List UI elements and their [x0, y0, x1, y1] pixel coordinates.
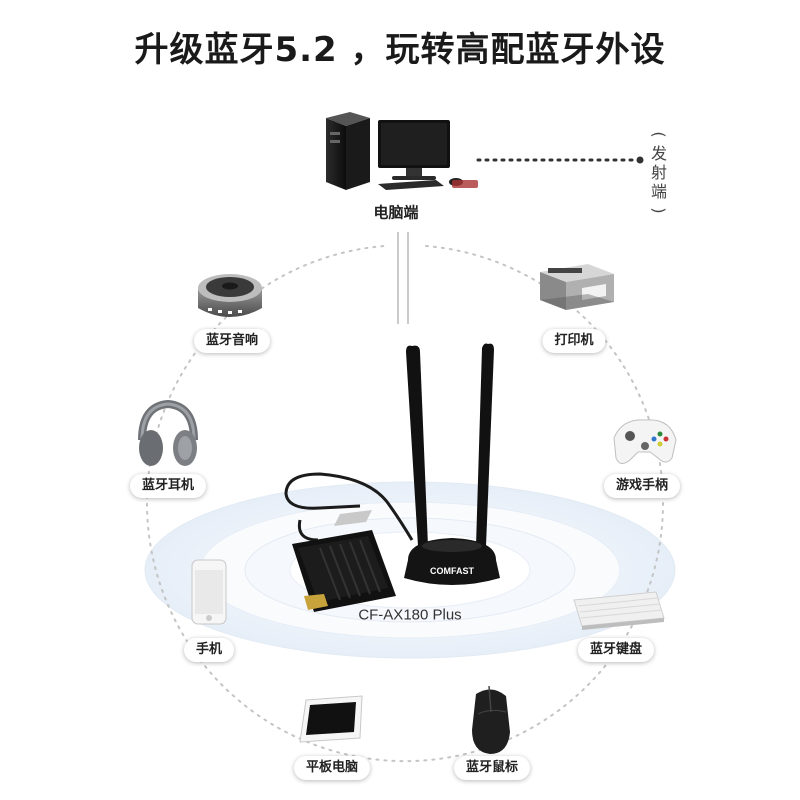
antenna-cable	[284, 472, 414, 541]
speaker-label: 蓝牙音响	[193, 329, 271, 353]
emitter-close-paren: )	[649, 207, 669, 214]
printer-label: 打印机	[542, 329, 606, 353]
emitter-char-1: 发	[650, 144, 667, 163]
product-model: CF-AX180 Plus	[358, 606, 462, 624]
printer-icon	[540, 264, 614, 310]
keyboard-label: 蓝牙键盘	[577, 638, 655, 662]
emitter-open-paren: (	[649, 131, 669, 138]
tablet-icon	[299, 695, 363, 743]
emitter-label: ( 发 射 端 )	[648, 125, 670, 220]
antenna-base-icon: COMFAST	[404, 343, 500, 585]
mouse-icon	[472, 685, 510, 754]
keyboard-icon	[573, 591, 665, 630]
mouse-label: 蓝牙鼠标	[453, 756, 531, 780]
pcie-card-icon	[292, 510, 396, 612]
headphones-icon	[138, 399, 198, 466]
desktop-computer-icon	[326, 112, 478, 190]
pc-connector	[397, 232, 409, 324]
brand-text: COMFAST	[430, 566, 475, 576]
pc-label: 电脑端	[373, 203, 419, 222]
gamepad-label: 游戏手柄	[603, 474, 681, 498]
headphones-label: 蓝牙耳机	[129, 474, 207, 498]
emitter-char-3: 端	[650, 182, 667, 201]
emitter-dot	[636, 156, 644, 164]
tablet-label: 平板电脑	[293, 756, 371, 780]
gamepad-icon	[613, 419, 677, 464]
phone-label: 手机	[183, 638, 235, 662]
emitter-char-2: 射	[650, 163, 667, 182]
phone-icon	[191, 559, 227, 625]
card-cable	[297, 519, 319, 542]
speaker-icon	[198, 274, 262, 317]
page-headline: 升级蓝牙5.2 ，玩转高配蓝牙外设	[134, 30, 666, 70]
